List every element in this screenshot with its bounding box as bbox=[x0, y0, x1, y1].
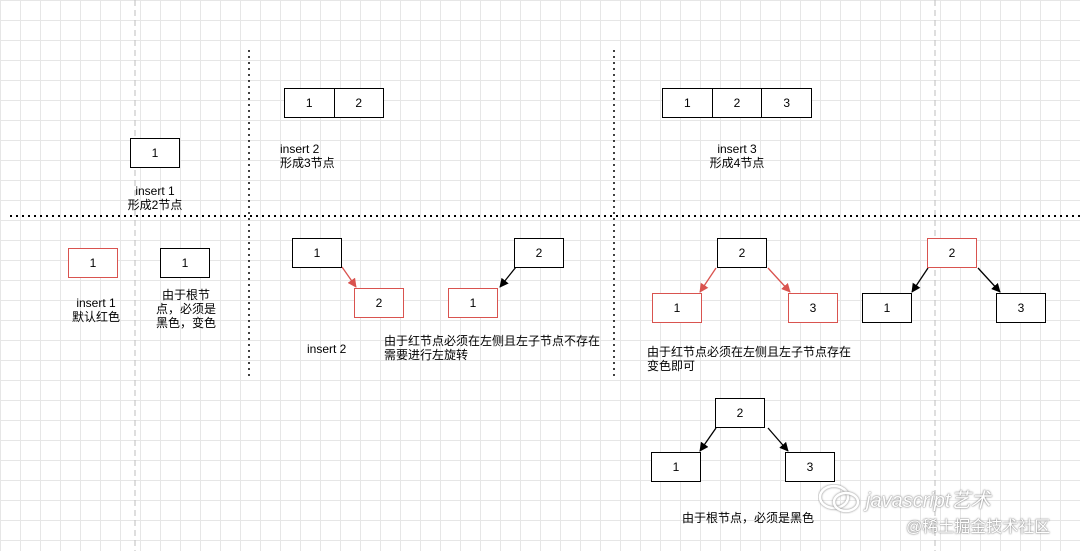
node-value: 1 bbox=[313, 246, 321, 260]
bl-black-node: 1 bbox=[160, 248, 210, 278]
caption-line: insert 3 bbox=[717, 142, 757, 156]
caption-line: 由于根节 bbox=[161, 288, 210, 302]
node-value: 1 bbox=[883, 301, 891, 315]
caption-line: 形成4节点 bbox=[709, 156, 765, 170]
watermark-handle: @稀土掘金技术社区 bbox=[906, 519, 1051, 536]
caption-line: insert 2 bbox=[280, 142, 320, 156]
edge-br-tree1-left bbox=[699, 267, 717, 293]
edge-br-tree3-left bbox=[699, 427, 717, 452]
caption-line: 形成2节点 bbox=[127, 198, 183, 212]
caption-line: insert 1 bbox=[135, 184, 175, 198]
node-value: 1 bbox=[673, 301, 681, 315]
node-cell: 2 bbox=[333, 89, 384, 117]
node-value: 1 bbox=[672, 460, 680, 474]
node-value: 3 bbox=[809, 301, 817, 315]
node-value: 2 bbox=[948, 246, 956, 260]
tr-caption: insert 3 形成4节点 bbox=[692, 142, 782, 170]
wechat-logo-icon bbox=[818, 484, 862, 514]
br-tree3-root: 2 bbox=[715, 398, 765, 428]
edge-br-tree1-right bbox=[767, 267, 791, 293]
bl-red-node: 1 bbox=[68, 248, 118, 278]
note-line: 由于红节点必须在左侧且左子节点不存在 bbox=[384, 334, 601, 348]
note-line: 需要进行左旋转 bbox=[384, 348, 469, 362]
node-cell: 1 bbox=[683, 96, 691, 110]
node-value: 3 bbox=[806, 460, 814, 474]
node-value: 2 bbox=[738, 246, 746, 260]
node-value: 3 bbox=[1017, 301, 1025, 315]
node-value: 2 bbox=[375, 296, 383, 310]
tm-node-group: 1 2 bbox=[284, 88, 384, 118]
edge-br-tree2-left bbox=[911, 267, 929, 293]
node-value: 1 bbox=[181, 256, 189, 270]
watermark-title: javascript艺术 bbox=[866, 490, 991, 512]
br-tree1-right: 3 bbox=[788, 293, 838, 323]
br-tree2-root: 2 bbox=[927, 238, 977, 268]
br-tree2-left: 1 bbox=[862, 293, 912, 323]
node-value: 1 bbox=[89, 256, 97, 270]
tm-caption: insert 2 形成3节点 bbox=[280, 142, 335, 170]
bm-note: 由于红节点必须在左侧且左子节点不存在 需要进行左旋转 bbox=[384, 334, 600, 362]
caption-line: insert 1 bbox=[76, 296, 116, 310]
note-line: 由于红节点必须在左侧且左子节点存在 bbox=[647, 345, 852, 359]
edge-bm-tree1 bbox=[341, 266, 357, 288]
node-value: 1 bbox=[151, 146, 159, 160]
br-tree1-left: 1 bbox=[652, 293, 702, 323]
note-line: 变色即可 bbox=[647, 359, 696, 373]
bm-insert-caption: insert 2 bbox=[307, 342, 347, 356]
edge-bm-tree2 bbox=[499, 266, 517, 288]
node-cell: 1 bbox=[305, 96, 313, 110]
bm-tree2-parent: 2 bbox=[514, 238, 564, 268]
caption-line: 点，必须是 bbox=[155, 302, 216, 316]
bl-caption-b: 由于根节 点，必须是 黑色，变色 bbox=[150, 288, 222, 330]
node-value: 2 bbox=[535, 246, 543, 260]
br-tree2-right: 3 bbox=[996, 293, 1046, 323]
tl-node: 1 bbox=[130, 138, 180, 168]
br-note: 由于红节点必须在左侧且左子节点存在 变色即可 bbox=[647, 345, 851, 373]
br-tree3-left: 1 bbox=[651, 452, 701, 482]
tr-node-group: 1 2 3 bbox=[662, 88, 812, 118]
br-note3: 由于根节点，必须是黑色 bbox=[682, 511, 815, 525]
node-value: 2 bbox=[736, 406, 744, 420]
edge-br-tree3-right bbox=[767, 427, 789, 452]
caption-line: 默认红色 bbox=[71, 310, 120, 324]
caption-line: 形成3节点 bbox=[280, 156, 335, 170]
bm-tree1-parent: 1 bbox=[292, 238, 342, 268]
node-cell: 3 bbox=[761, 89, 811, 117]
node-value: 1 bbox=[469, 296, 477, 310]
edge-br-tree2-right bbox=[977, 267, 1001, 293]
bm-tree1-child: 2 bbox=[354, 288, 404, 318]
bl-caption-a: insert 1 默认红色 bbox=[58, 296, 134, 324]
br-tree1-root: 2 bbox=[717, 238, 767, 268]
bm-tree2-child: 1 bbox=[448, 288, 498, 318]
tl-caption: insert 1 形成2节点 bbox=[110, 184, 200, 212]
br-tree3-right: 3 bbox=[785, 452, 835, 482]
caption-line: 黑色，变色 bbox=[155, 316, 216, 330]
node-cell: 2 bbox=[711, 89, 762, 117]
